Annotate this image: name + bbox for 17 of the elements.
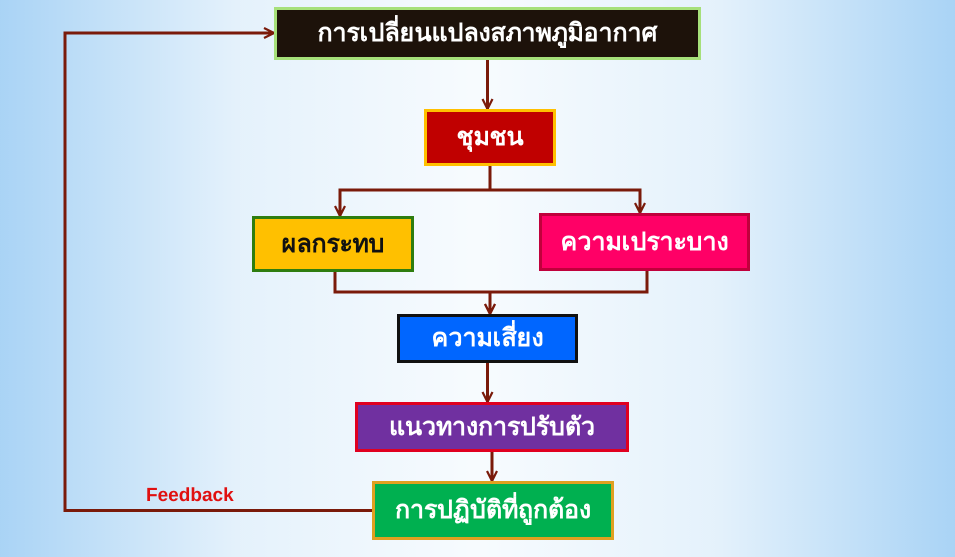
process-box bbox=[397, 314, 578, 363]
arrow bbox=[481, 60, 494, 110]
arrow bbox=[64, 26, 372, 512]
process-box bbox=[424, 109, 556, 166]
node-label: ความเปราะบาง bbox=[560, 228, 728, 256]
process-box bbox=[355, 402, 629, 452]
arrow bbox=[486, 452, 498, 482]
node-label: ชุมชน bbox=[456, 123, 524, 152]
process-box bbox=[539, 213, 750, 271]
node-label: ผลกระทบ bbox=[282, 230, 384, 258]
process-box bbox=[252, 216, 414, 272]
arrow bbox=[484, 271, 648, 316]
edge-label: Feedback bbox=[146, 484, 234, 506]
arrow bbox=[481, 363, 494, 404]
title-box bbox=[274, 7, 701, 60]
node-label: แนวทางการปรับตัว bbox=[389, 412, 595, 442]
process-box bbox=[372, 481, 614, 540]
